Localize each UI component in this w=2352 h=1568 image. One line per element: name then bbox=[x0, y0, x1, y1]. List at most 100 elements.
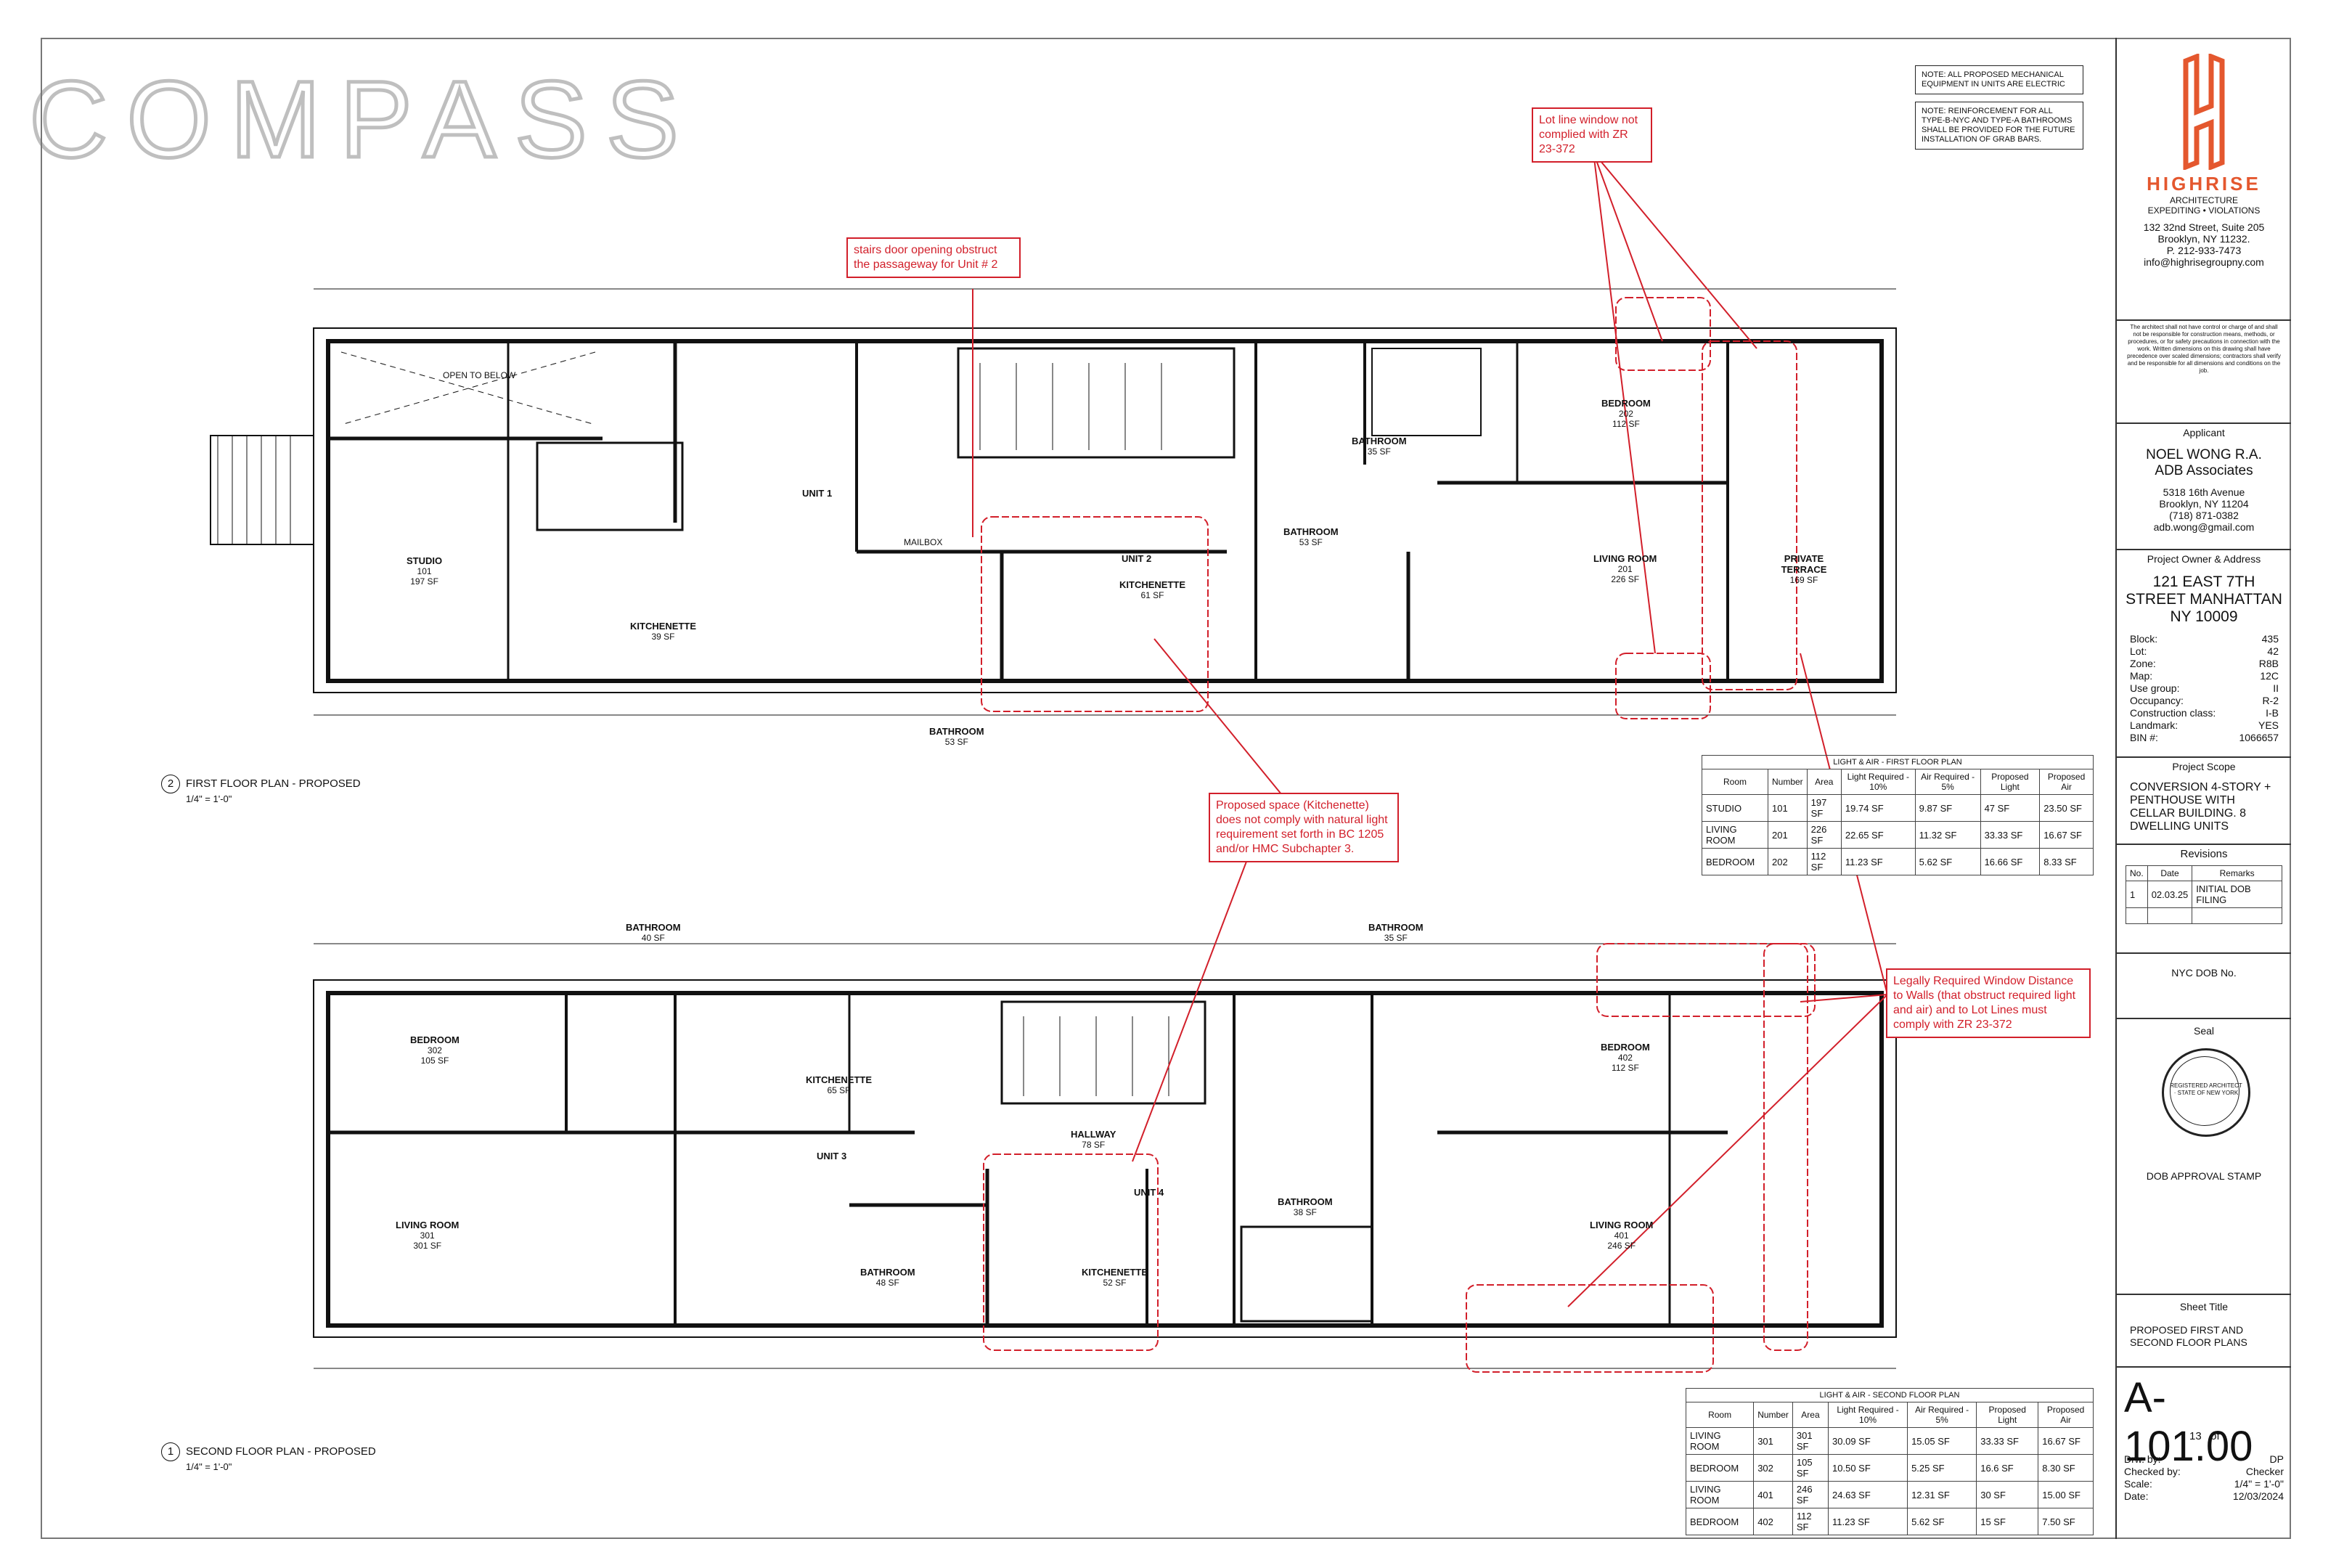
firm-address-1: 132 32nd Street, Suite 205 bbox=[2143, 221, 2265, 233]
second-floor-plan bbox=[313, 943, 1897, 1369]
seal-text: REGISTERED ARCHITECT · STATE OF NEW YORK bbox=[2170, 1082, 2242, 1096]
first-floor-plan bbox=[210, 288, 1897, 716]
table-header-cell: Proposed Light bbox=[1976, 1402, 2039, 1428]
disclaimer: The architect shall not have control or … bbox=[2127, 324, 2281, 374]
note-reinforcement: NOTE: REINFORCEMENT FOR ALL TYPE-B-NYC A… bbox=[1915, 102, 2083, 150]
firm-phone: P. 212-933-7473 bbox=[2166, 245, 2242, 256]
dob-number-label: NYC DOB No. bbox=[2171, 967, 2237, 979]
table-header-cell: Light Required - 10% bbox=[1828, 1402, 1908, 1428]
applicant-phone: (718) 871-0382 bbox=[2169, 510, 2239, 521]
table-cell: 12.31 SF bbox=[1907, 1481, 1977, 1508]
sheet-of: 13 of bbox=[2189, 1430, 2220, 1442]
table-cell: 101 bbox=[1767, 794, 1808, 822]
info-row: Construction class:I-B bbox=[2130, 707, 2279, 719]
info-key: Map: bbox=[2130, 670, 2153, 682]
info-value: DP bbox=[2269, 1453, 2284, 1465]
table-cell: 16.67 SF bbox=[2038, 1427, 2094, 1455]
table-header-cell: Area bbox=[1806, 769, 1842, 795]
info-row: Zone:R8B bbox=[2130, 658, 2279, 670]
firm-sub2: EXPEDITING • VIOLATIONS bbox=[2147, 205, 2261, 216]
room-label-unit-1: UNIT 1 bbox=[802, 488, 833, 499]
table-cell: 15.00 SF bbox=[2038, 1481, 2094, 1508]
firm-email: info@highrisegroupny.com bbox=[2144, 256, 2264, 268]
table-cell: 11.23 SF bbox=[1840, 848, 1916, 875]
table-cell: 33.33 SF bbox=[1980, 821, 2041, 849]
comment-window-distance: Legally Required Window Distance to Wall… bbox=[1886, 968, 2091, 1038]
room-label-unit-4: UNIT 4 bbox=[1134, 1187, 1164, 1198]
table-cell: 5.62 SF bbox=[1907, 1508, 1977, 1535]
table-cell: 47 SF bbox=[1980, 794, 2041, 822]
info-key: Lot: bbox=[2130, 645, 2147, 657]
info-key: Use group: bbox=[2130, 682, 2180, 694]
firm-name: HIGHRISE bbox=[2147, 173, 2261, 195]
table-cell: 197 SF bbox=[1806, 794, 1842, 822]
info-value: 12/03/2024 bbox=[2232, 1490, 2284, 1502]
table-header-cell: Number bbox=[1767, 769, 1808, 795]
room-label-mailbox: MAILBOX bbox=[904, 537, 943, 547]
table-header-cell: Proposed Air bbox=[2038, 1402, 2094, 1428]
architect-seal: REGISTERED ARCHITECT · STATE OF NEW YORK bbox=[2162, 1048, 2250, 1137]
info-row: Block:435 bbox=[2130, 633, 2279, 645]
info-value: II bbox=[2273, 682, 2279, 694]
table-cell: 16.67 SF bbox=[2039, 821, 2094, 849]
room-label-unit-3: UNIT 3 bbox=[817, 1151, 847, 1161]
table-header-cell: Air Required - 5% bbox=[1914, 769, 1981, 795]
info-value: I-B bbox=[2266, 707, 2279, 719]
table-cell: 16.6 SF bbox=[1976, 1454, 2039, 1482]
address-line-2: STREET MANHATTAN bbox=[2126, 591, 2282, 608]
review-markups bbox=[972, 152, 1888, 1373]
info-value: R-2 bbox=[2262, 695, 2279, 706]
info-value: 1066657 bbox=[2239, 732, 2279, 743]
table-cell: 201 bbox=[1767, 821, 1808, 849]
info-row: Date:12/03/2024 bbox=[2124, 1490, 2284, 1503]
project-scope-text: CONVERSION 4-STORY + PENTHOUSE WITH CELL… bbox=[2130, 781, 2271, 833]
info-value: R8B bbox=[2258, 658, 2279, 669]
info-row: Map: 12C bbox=[2130, 670, 2279, 682]
table-cell: 5.62 SF bbox=[1914, 848, 1981, 875]
highrise-logo: HIGHRISE ARCHITECTURE EXPEDITING • VIOLA… bbox=[2117, 52, 2291, 268]
table-cell: 5.25 SF bbox=[1907, 1454, 1977, 1482]
room-label-open-to-below: OPEN TO BELOW bbox=[443, 370, 516, 380]
table-caption: LIGHT & AIR - FIRST FLOOR PLAN bbox=[1702, 755, 2094, 769]
address-line-1: 121 EAST 7TH bbox=[2152, 573, 2255, 590]
table-cell: BEDROOM bbox=[1685, 1454, 1755, 1482]
info-key: Scale: bbox=[2124, 1478, 2152, 1490]
table-cell: 301 SF bbox=[1792, 1427, 1829, 1455]
info-value: 12C bbox=[2260, 670, 2279, 682]
table-caption: LIGHT & AIR - SECOND FLOOR PLAN bbox=[1686, 1388, 2094, 1402]
sheet-title-label: Sheet Title bbox=[2179, 1301, 2229, 1312]
table-cell: 24.63 SF bbox=[1828, 1481, 1908, 1508]
project-scope-block: Project Scope bbox=[2117, 761, 2291, 772]
firm-address-2: Brooklyn, NY 11232. bbox=[2157, 233, 2250, 245]
table-cell: 401 bbox=[1753, 1481, 1793, 1508]
applicant-firm: ADB Associates bbox=[2155, 463, 2253, 478]
info-value: Checker bbox=[2245, 1466, 2284, 1477]
title-block: HIGHRISE ARCHITECTURE EXPEDITING • VIOLA… bbox=[2115, 38, 2291, 1539]
info-row: Use group: II bbox=[2130, 682, 2279, 695]
table-header-cell: Light Required - 10% bbox=[1840, 769, 1916, 795]
table-header-cell: Area bbox=[1792, 1402, 1829, 1428]
table-cell: 301 bbox=[1753, 1427, 1793, 1455]
